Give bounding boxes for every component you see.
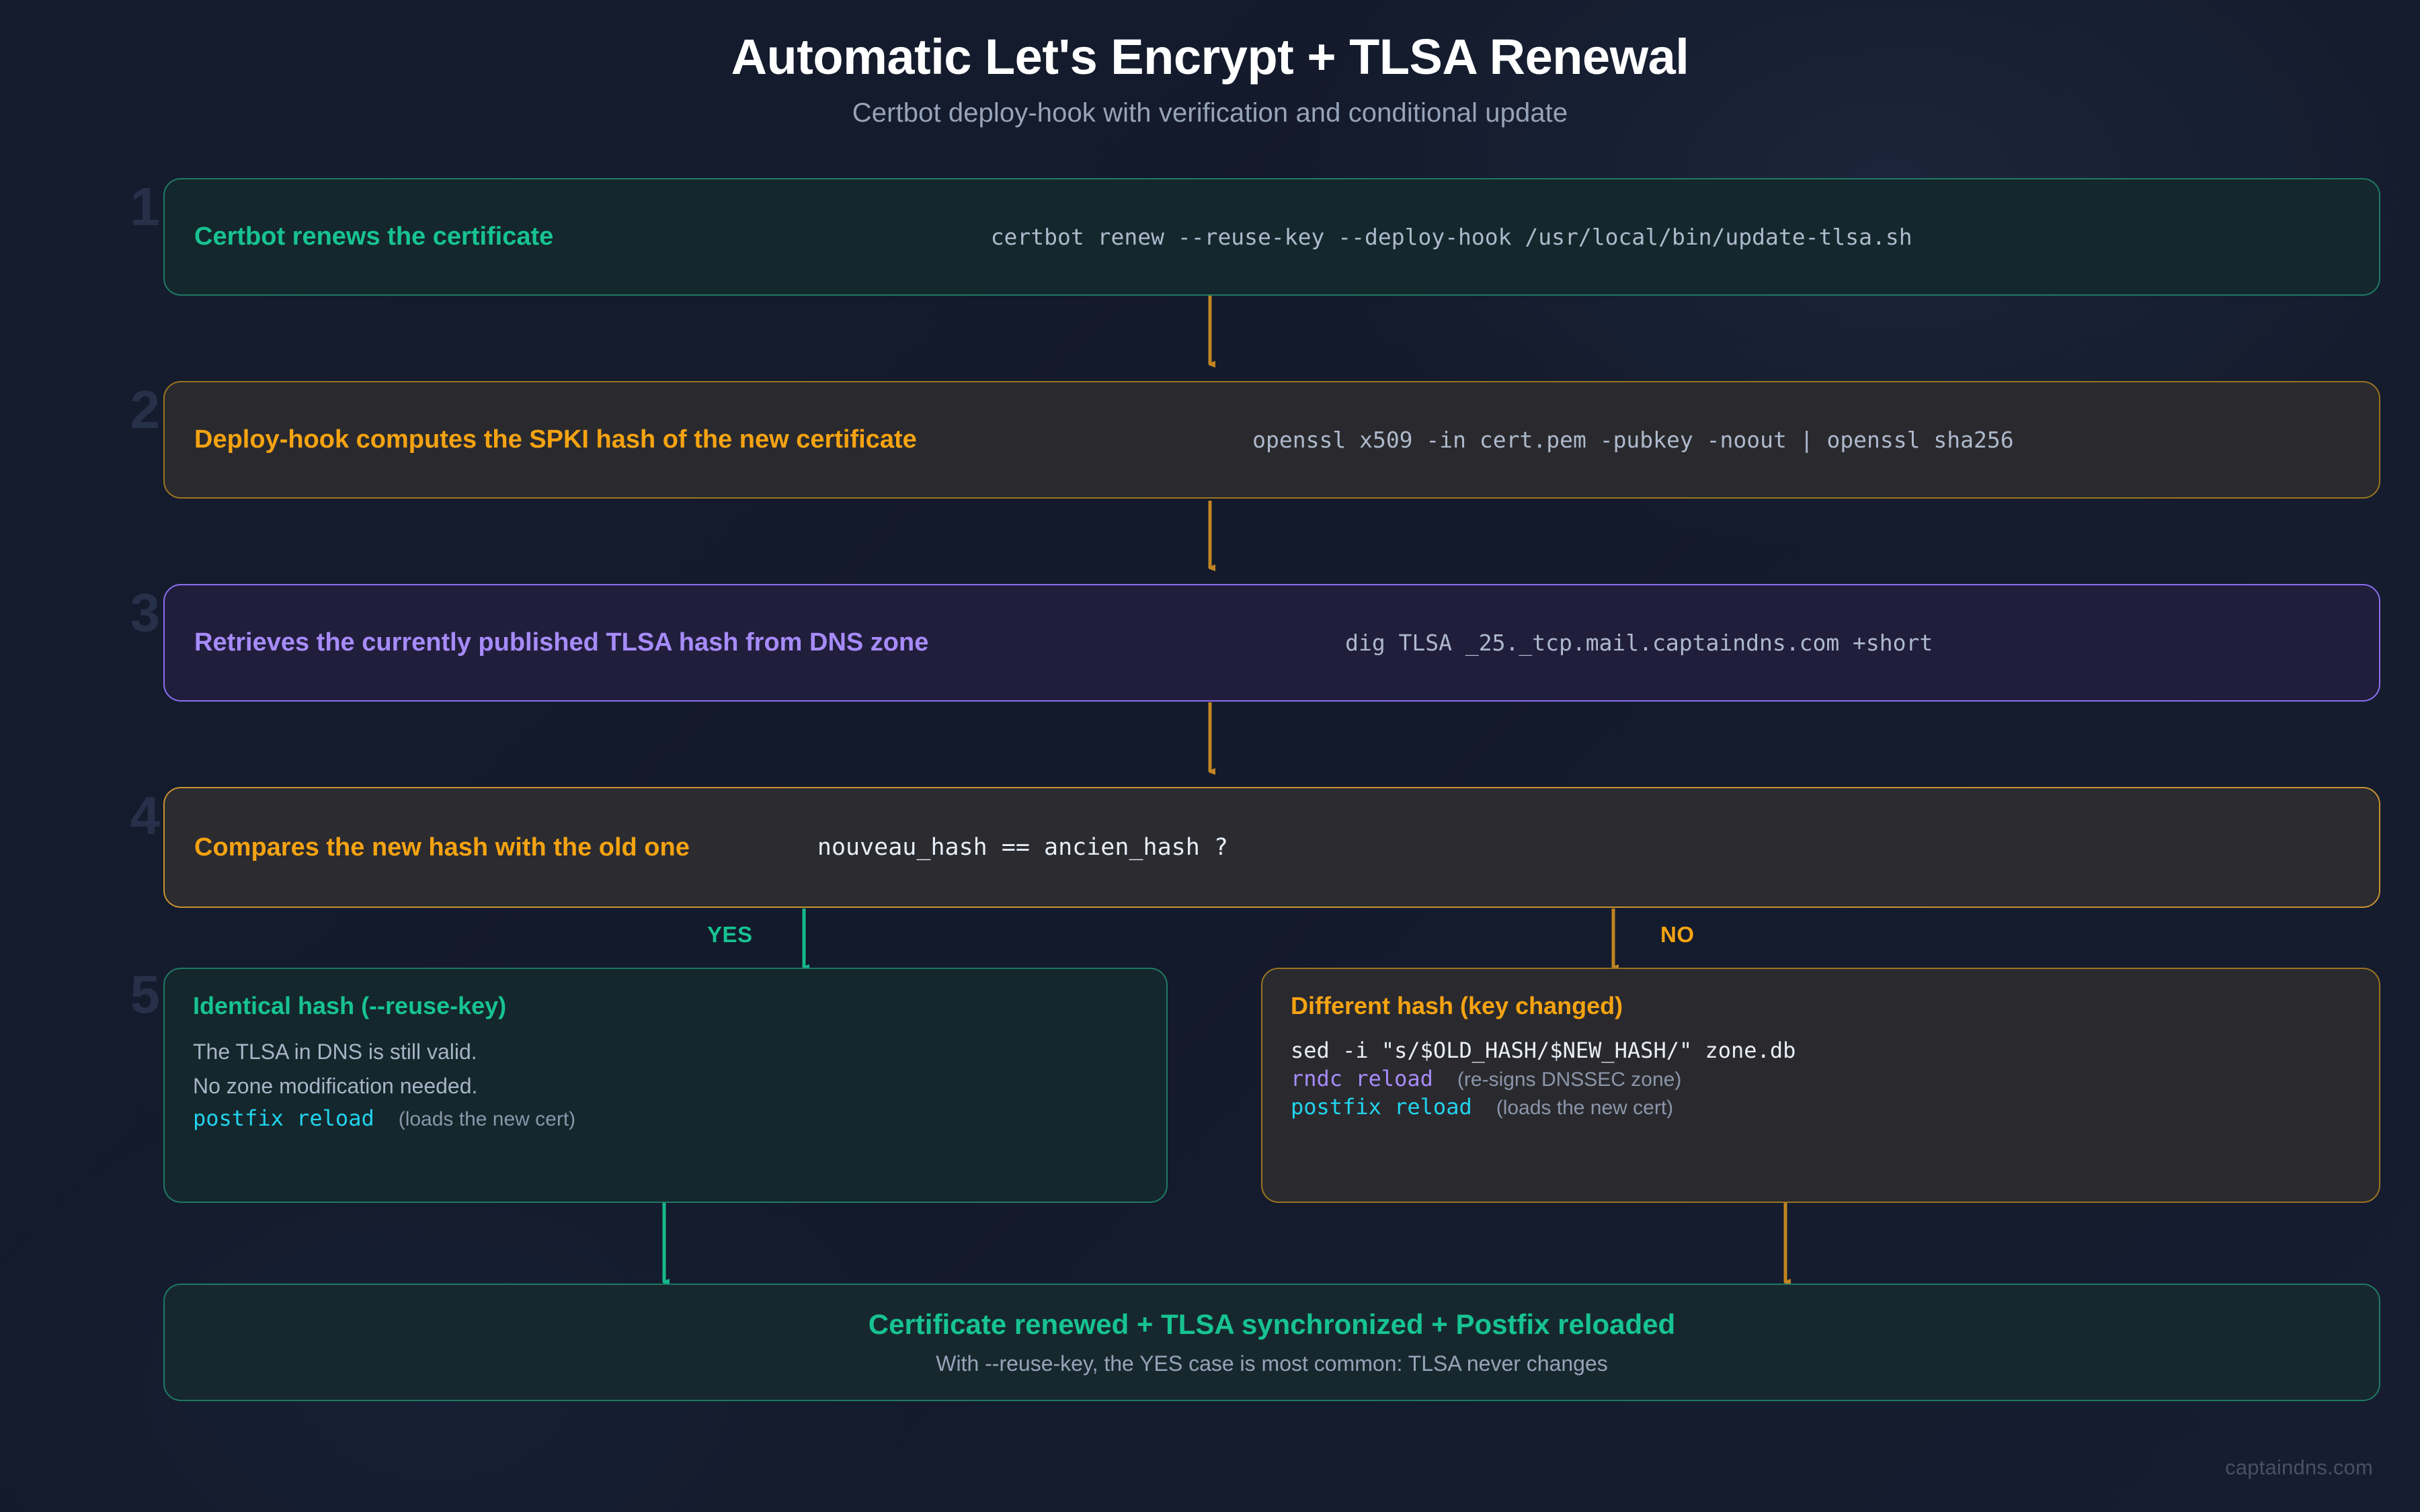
final-title: Certificate renewed + TLSA synchronized … [868, 1308, 1676, 1340]
branch-yes-title: Identical hash (--reuse-key) [193, 992, 507, 1019]
step-number-1: 1 [130, 177, 161, 237]
branch-label-no: NO [1660, 922, 1695, 947]
step-card-4-decision[interactable]: Compares the new hash with the old one n… [163, 787, 2380, 908]
branch-no-command-3: postfix reload [1291, 1094, 1472, 1120]
branch-yes-line-2: No zone modification needed. [193, 1073, 478, 1098]
step-3-title: Retrieves the currently published TLSA h… [194, 628, 929, 657]
step-2-title: Deploy-hook computes the SPKI hash of th… [194, 425, 917, 454]
branch-no-command-3-note: (loads the new cert) [1496, 1097, 1674, 1119]
branch-card-yes[interactable]: Identical hash (--reuse-key) The TLSA in… [163, 968, 1168, 1203]
final-subtitle: With --reuse-key, the YES case is most c… [936, 1351, 1608, 1376]
step-number-5: 5 [130, 964, 161, 1024]
branch-no-command-2-note: (re-signs DNSSEC zone) [1457, 1068, 1682, 1091]
branch-no-title: Different hash (key changed) [1291, 992, 1623, 1019]
branch-yes-command: postfix reload [193, 1105, 374, 1132]
final-result-card[interactable]: Certificate renewed + TLSA synchronized … [163, 1284, 2380, 1401]
branch-label-yes: YES [707, 922, 753, 947]
step-4-condition: nouveau_hash == ancien_hash ? [817, 834, 1228, 861]
branch-no-command-row-1: sed -i "s/$OLD_HASH/$NEW_HASH/" zone.db [1291, 1038, 1796, 1063]
step-number-3: 3 [130, 583, 161, 642]
step-1-title: Certbot renews the certificate [194, 222, 554, 251]
step-number-2: 2 [130, 380, 161, 439]
step-card-2[interactable]: Deploy-hook computes the SPKI hash of th… [163, 381, 2380, 499]
branch-no-command-row-3: postfix reload (loads the new cert) [1291, 1094, 1673, 1120]
branch-yes-command-row: postfix reload (loads the new cert) [193, 1105, 575, 1131]
step-card-1[interactable]: Certbot renews the certificate certbot r… [163, 178, 2380, 296]
step-2-command: openssl x509 -in cert.pem -pubkey -noout… [1252, 427, 2014, 453]
watermark: captaindns.com [2225, 1456, 2373, 1479]
branch-no-command-2: rndc reload [1291, 1066, 1433, 1091]
step-1-command: certbot renew --reuse-key --deploy-hook … [990, 224, 1912, 250]
step-number-4: 4 [130, 786, 161, 845]
page-subtitle: Certbot deploy-hook with verification an… [852, 98, 1568, 128]
step-4-title: Compares the new hash with the old one [194, 833, 690, 862]
branch-yes-command-note: (loads the new cert) [398, 1108, 576, 1131]
branch-no-command-row-2: rndc reload (re-signs DNSSEC zone) [1291, 1066, 1681, 1091]
header: Automatic Let's Encrypt + TLSA Renewal C… [0, 29, 2420, 128]
branch-no-command-1: sed -i "s/$OLD_HASH/$NEW_HASH/" zone.db [1291, 1038, 1796, 1063]
branch-card-no[interactable]: Different hash (key changed) sed -i "s/$… [1261, 968, 2380, 1203]
branch-yes-line-1: The TLSA in DNS is still valid. [193, 1040, 477, 1064]
step-card-3[interactable]: Retrieves the currently published TLSA h… [163, 584, 2380, 702]
step-3-command: dig TLSA _25._tcp.mail.captaindns.com +s… [1345, 630, 1933, 656]
page-title: Automatic Let's Encrypt + TLSA Renewal [731, 29, 1689, 85]
